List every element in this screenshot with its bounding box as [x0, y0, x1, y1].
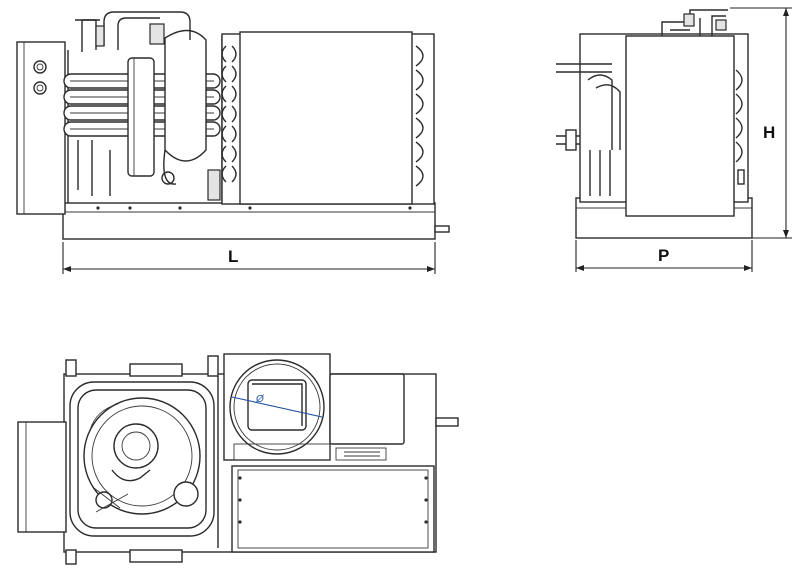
electrical-box [16, 41, 66, 215]
depth-label: P [658, 246, 669, 265]
front-view [16, 11, 450, 240]
length-label: L [228, 247, 238, 266]
liquid-receiver [127, 57, 155, 177]
motor-housing [329, 373, 405, 445]
depth-dimension: P [575, 240, 753, 272]
top-electrical-box [17, 421, 67, 533]
height-label: H [763, 123, 775, 142]
compressor [164, 29, 207, 162]
top-view: Ø [17, 353, 459, 565]
fan-diameter-label: Ø [255, 394, 265, 405]
length-dimension: L [62, 242, 436, 274]
side-panel [625, 35, 735, 217]
side-view [556, 9, 753, 239]
condenser-box [231, 465, 435, 553]
height-dimension: H [730, 7, 792, 239]
fan: Ø [223, 353, 331, 461]
condenser [221, 31, 435, 205]
drain-pipe [434, 225, 450, 233]
